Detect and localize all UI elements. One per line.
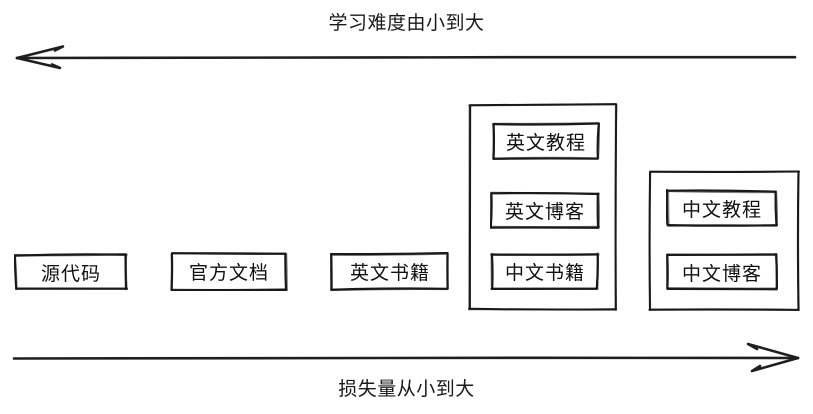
node-label: 英文书籍 (349, 262, 430, 284)
top-axis-arrow (15, 45, 797, 70)
node-box[interactable]: 英文博客 (490, 191, 600, 229)
bottom-axis-label: 损失量从小到大 (338, 378, 475, 400)
node-box[interactable]: 官方文档 (170, 252, 288, 291)
node-label: 中文博客 (681, 262, 762, 285)
arrow-left-icon (15, 45, 65, 60)
node-box[interactable]: 中文书籍 (490, 252, 600, 290)
node-label: 源代码 (40, 262, 101, 285)
node-label: 中文教程 (681, 198, 762, 221)
node-label: 英文教程 (505, 131, 586, 154)
group-container-chinese[interactable]: 中文教程 中文博客 (648, 170, 800, 311)
group-container-english[interactable]: 英文教程 英文博客 中文书籍 (468, 103, 618, 311)
node-box[interactable]: 英文教程 (492, 122, 600, 160)
node-box[interactable]: 源代码 (14, 253, 128, 291)
top-axis-label: 学习难度由小到大 (328, 12, 485, 34)
node-label: 中文书籍 (504, 261, 585, 284)
node-label: 官方文档 (188, 262, 269, 284)
arrow-right-icon (746, 342, 800, 360)
node-box[interactable]: 中文博客 (666, 253, 778, 291)
node-box[interactable]: 中文教程 (666, 189, 778, 227)
node-box[interactable]: 英文书籍 (330, 252, 450, 291)
bottom-axis-arrow (12, 342, 800, 373)
node-label: 英文博客 (504, 200, 585, 223)
